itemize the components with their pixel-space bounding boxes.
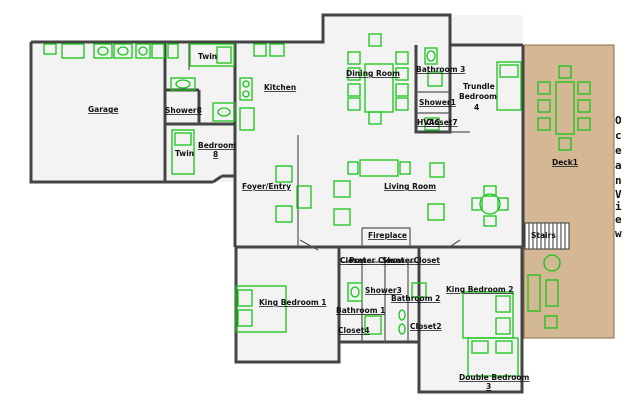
label-trundle-bedroom: Bedroom (459, 92, 497, 101)
label-bedroom8: Bedroom (198, 141, 236, 150)
label-living-room: Living Room (384, 182, 436, 191)
label-twin-bottom: Twin (175, 149, 194, 158)
label-closet: Closet (340, 256, 367, 265)
ocean-view-letter: a (615, 159, 622, 172)
label-shower-closet: ShowerCloset (382, 256, 440, 265)
label-hvac: HVAC (417, 118, 440, 127)
label-bedroom8-number: 8 (213, 150, 218, 159)
label-king-bedroom-2: King Bedroom 2 (446, 285, 514, 294)
floor-fills (31, 15, 523, 392)
ocean-view-letter: e (615, 213, 622, 226)
label-king-bedroom-1: King Bedroom 1 (259, 298, 327, 307)
ocean-view-letter: V (615, 188, 622, 201)
label-bathroom1: Bathroom 1 (336, 306, 385, 315)
label-foyer: Foyer/Entry (242, 182, 291, 191)
label-stairs: Stairs (531, 231, 556, 240)
label-double-bedroom: Double Bedroom (459, 373, 530, 382)
label-trundle-number: 4 (474, 103, 479, 112)
ocean-view-letter: w (615, 227, 622, 240)
label-fireplace: Fireplace (368, 231, 407, 240)
label-kitchen: Kitchen (264, 83, 296, 92)
label-dining-room: Dining Room (346, 69, 400, 78)
label-double-bedroom-number: 3 (486, 382, 491, 391)
label-twin-top: Twin (198, 52, 217, 61)
label-shower3: Shower3 (365, 286, 402, 295)
ocean-view-letter: O (615, 114, 622, 127)
ocean-view-label: O c e a n V i e w (615, 114, 622, 240)
label-bathroom3: Bathroom 3 (416, 65, 465, 74)
label-closet2: Closet2 (410, 322, 442, 331)
ocean-view-letter: e (615, 144, 622, 157)
label-garage: Garage (88, 105, 118, 114)
stairs-graphic (524, 222, 570, 250)
label-trundle: Trundle (463, 82, 495, 91)
label-bathroom2: Bathroom 2 (391, 294, 440, 303)
label-deck: Deck1 (552, 158, 578, 167)
ocean-view-letter: n (615, 174, 622, 187)
label-closet7: Closet7 (426, 118, 458, 127)
ocean-view-letter: i (615, 200, 622, 213)
fixtures (43, 33, 591, 377)
label-shower8: Shower8 (165, 106, 202, 115)
label-power-closet: Power Closet (349, 256, 405, 265)
label-closet4: Closet4 (338, 326, 370, 335)
ocean-view-letter: c (615, 129, 622, 142)
walls (29, 13, 525, 394)
label-shower1: Shower1 (419, 98, 456, 107)
